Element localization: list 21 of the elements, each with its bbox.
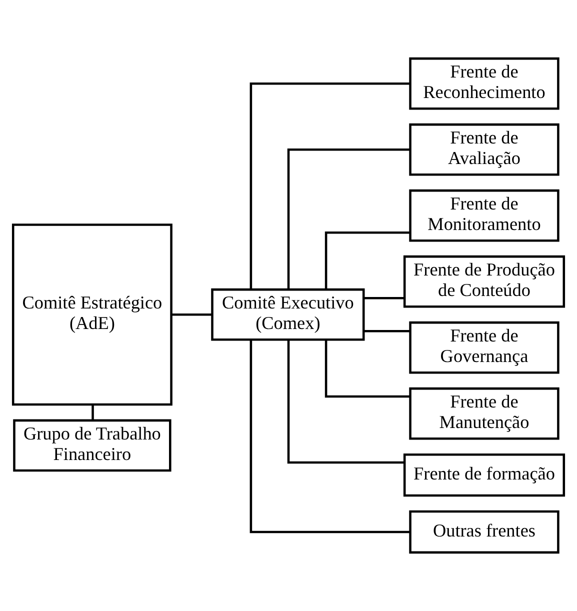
node-box: Comitê Estratégico (AdE) — [12, 224, 172, 406]
node-box: Frente de Manutenção — [409, 387, 560, 440]
connector — [324, 232, 410, 290]
connector — [324, 340, 410, 398]
node-box: Frente de Monitoramento — [409, 189, 560, 242]
node-box: Frente de Reconhecimento — [409, 57, 560, 110]
connector — [250, 340, 410, 534]
node-box: Outras frentes — [409, 510, 560, 554]
node-box: Grupo de Trabalho Financeiro — [13, 419, 172, 472]
node-box: Frente de Governança — [409, 321, 560, 374]
node-box: Frente de formação — [403, 453, 566, 497]
connector — [92, 404, 94, 420]
node-box: Comitê Executivo (Comex) — [211, 288, 365, 341]
connector — [364, 330, 410, 332]
connector — [287, 340, 404, 464]
connector — [364, 296, 404, 300]
connector — [172, 313, 212, 316]
node-box: Frente de Avaliação — [409, 123, 560, 176]
node-box: Frente de Produção de Conteúdo — [403, 255, 566, 308]
connector — [250, 82, 410, 290]
connector — [287, 148, 410, 290]
